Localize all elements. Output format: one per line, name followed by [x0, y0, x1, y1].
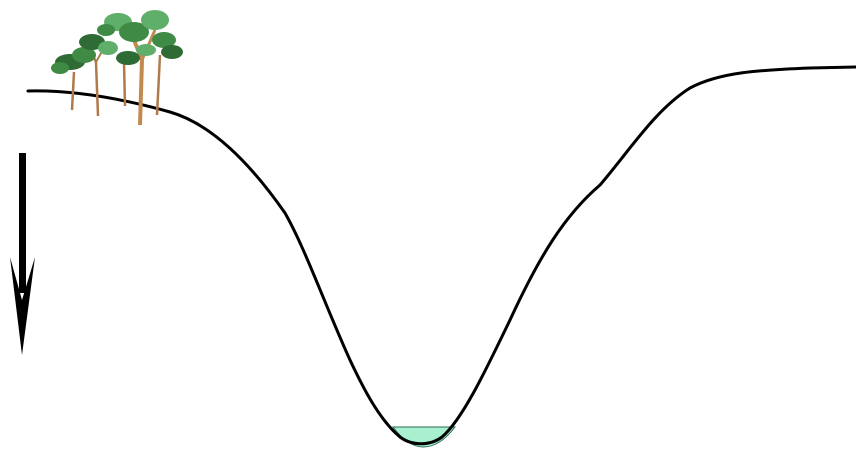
terrain-profile: [28, 67, 856, 444]
tree-cluster-icon: [51, 10, 183, 125]
down-arrow-icon: [10, 153, 35, 355]
